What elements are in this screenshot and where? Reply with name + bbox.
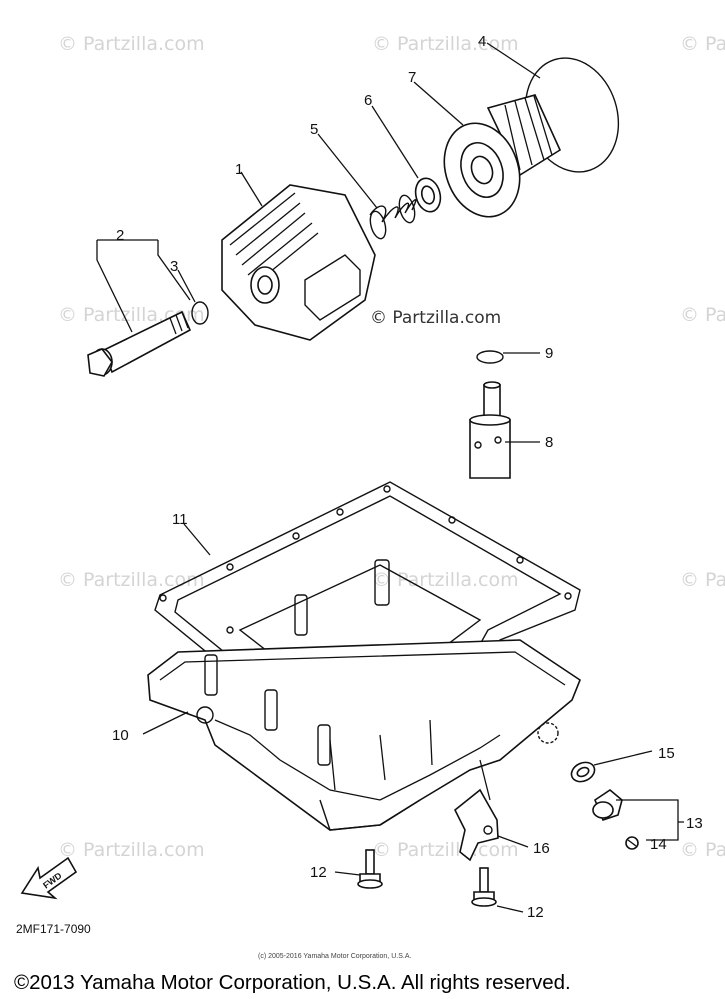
- callout-3: 3: [170, 258, 178, 275]
- watermark-text: © Partzilla.com: [372, 569, 519, 591]
- watermark-text: © Partzilla.com: [680, 569, 725, 591]
- watermark-text: © Partzilla.com: [58, 839, 205, 861]
- part-2-bolt: [87, 310, 192, 377]
- callout-4: 4: [478, 33, 486, 50]
- watermark-text: © Partzilla.com: [58, 569, 205, 591]
- callout-2: 2: [116, 227, 124, 244]
- part-9-o-ring: [476, 350, 504, 364]
- watermark-layer: © Partzilla.com © Partzilla.com © Partzi…: [58, 33, 725, 861]
- inline-watermark: © Partzilla.com: [370, 308, 501, 328]
- watermark-text: © Partzilla.com: [372, 33, 519, 55]
- watermark-text: © Partzilla.com: [680, 839, 725, 861]
- callout-11: 11: [172, 511, 188, 528]
- part-16-bracket: [453, 788, 499, 862]
- part-10-oil-pan: [147, 559, 581, 831]
- watermark-text: © Partzilla.com: [58, 33, 205, 55]
- footer-copyright: ©2013 Yamaha Motor Corporation, U.S.A. A…: [14, 971, 571, 994]
- callout-8: 8: [545, 434, 553, 451]
- watermark-text: © Partzilla.com: [372, 839, 519, 861]
- part-12-bolt-b: [471, 867, 497, 907]
- callout-9: 9: [545, 345, 553, 362]
- part-15-washer: [570, 761, 596, 783]
- part-13-drain-bolt: [592, 789, 623, 821]
- callout-1: 1: [235, 161, 243, 178]
- callout-7: 7: [408, 69, 416, 86]
- callouts: 4 7 6 5 1 2 3 9 8 11 10 15 13 14 16 12 1…: [112, 33, 703, 921]
- callout-10: 10: [112, 727, 129, 744]
- small-copyright: (c) 2005-2016 Yamaha Motor Corporation, …: [258, 953, 411, 960]
- callout-13: 13: [686, 815, 703, 832]
- part-6-washer: [414, 177, 442, 213]
- diagram-part-code: 2MF171-7090: [16, 922, 91, 936]
- part-1-filter-cover: [221, 184, 376, 341]
- callout-15: 15: [658, 745, 675, 762]
- part-3-o-ring: [191, 301, 209, 325]
- watermark-text: © Partzilla.com: [680, 304, 725, 326]
- fwd-arrow-icon: FWD: [20, 856, 78, 900]
- callout-6: 6: [364, 92, 372, 109]
- callout-14: 14: [650, 836, 667, 853]
- callout-12-b: 12: [527, 904, 544, 921]
- part-12-bolt-a: [357, 849, 383, 889]
- part-8-pipe: [469, 381, 511, 479]
- callout-5: 5: [310, 121, 318, 138]
- part-14-screw: [625, 836, 639, 850]
- callout-16: 16: [533, 840, 550, 857]
- leader-lines: [96, 42, 684, 913]
- part-7-oil-filter: [443, 94, 562, 218]
- callout-12-a: 12: [310, 864, 327, 881]
- watermark-text: © Partzilla.com: [680, 33, 725, 55]
- part-5-spring: [369, 194, 417, 240]
